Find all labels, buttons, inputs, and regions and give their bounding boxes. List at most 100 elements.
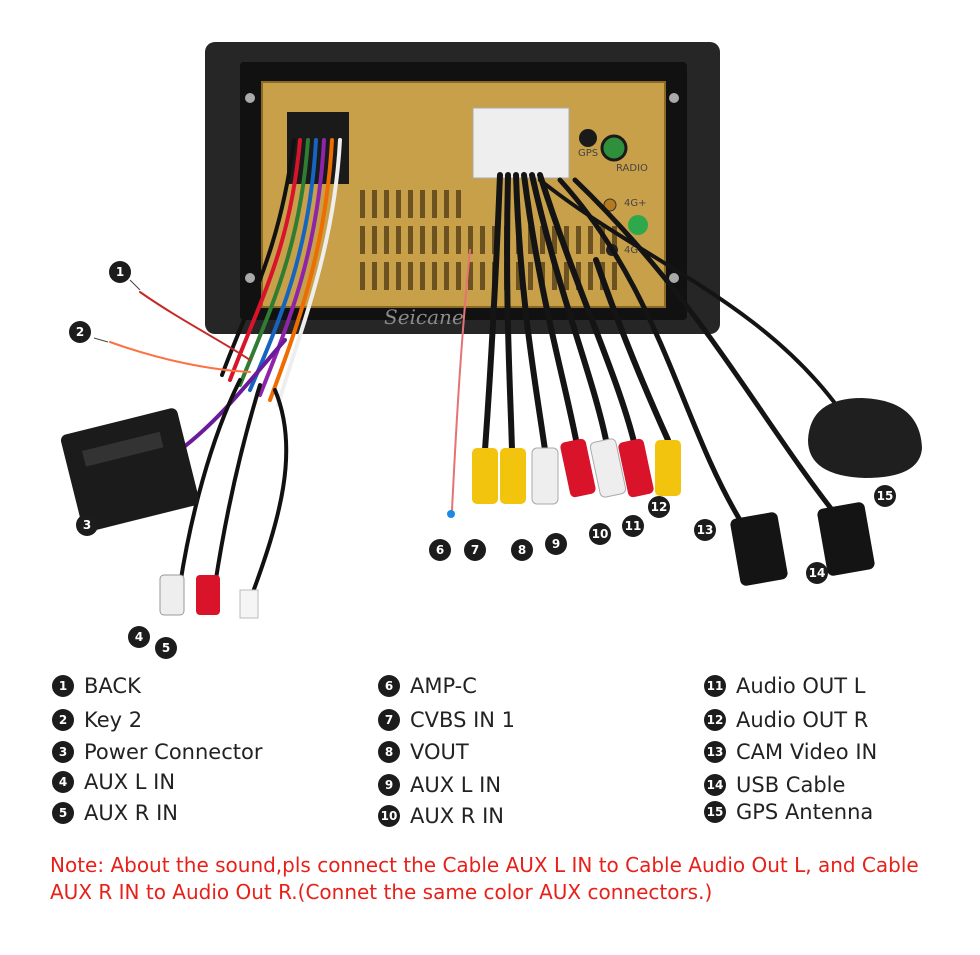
legend-label: AUX R IN bbox=[84, 801, 178, 825]
vent-slot bbox=[564, 226, 569, 254]
vent-slot bbox=[516, 262, 521, 290]
legend-item-cam-video-in: 13 CAM Video IN bbox=[704, 739, 877, 765]
vent-slot bbox=[432, 226, 437, 254]
callout-3: 3 bbox=[76, 514, 98, 536]
4g-minus-label: 4G- bbox=[624, 245, 642, 256]
gps-port-label: GPS bbox=[578, 148, 598, 159]
vent-slot bbox=[552, 262, 557, 290]
legend-label: Key 2 bbox=[84, 708, 143, 732]
rca-cables bbox=[451, 172, 843, 523]
vent-slot bbox=[420, 190, 425, 218]
legend-label: CAM Video IN bbox=[736, 740, 878, 764]
callout-9: 9 bbox=[545, 533, 567, 555]
note-text: Note: About the sound,pls connect the Ca… bbox=[50, 853, 919, 904]
vent-slot bbox=[456, 190, 461, 218]
rca-plugs bbox=[447, 438, 681, 518]
legend-number: 11 bbox=[704, 675, 726, 697]
vent-slot bbox=[408, 190, 413, 218]
legend-label: AUX L IN bbox=[410, 773, 502, 797]
wiring-diagram: GPS RADIO 4G+ 4G- Seicane bbox=[60, 42, 922, 619]
legend-number: 13 bbox=[704, 741, 726, 763]
vent-slot bbox=[480, 262, 485, 290]
vent-slot bbox=[420, 262, 425, 290]
vent-slot bbox=[444, 190, 449, 218]
callout-12: 12 bbox=[648, 496, 670, 518]
vent-slot bbox=[384, 262, 389, 290]
legend-item-gps-antenna: 15 GPS Antenna bbox=[704, 799, 873, 825]
radio-port-label: RADIO bbox=[616, 163, 648, 174]
vent-slot bbox=[408, 262, 413, 290]
vent-slot bbox=[540, 226, 545, 254]
vent-slot bbox=[588, 226, 593, 254]
legend-number: 8 bbox=[378, 741, 400, 763]
gps-antenna bbox=[808, 398, 922, 478]
vent-slot bbox=[396, 262, 401, 290]
legend-number: 4 bbox=[52, 771, 74, 793]
legend-label: AUX L IN bbox=[84, 770, 176, 794]
vent-slot bbox=[444, 226, 449, 254]
legend-item-audio-out-r: 12 Audio OUT R bbox=[704, 707, 868, 733]
legend-item-aux-r-in-2: 10 AUX R IN bbox=[378, 803, 504, 829]
legend-number: 10 bbox=[378, 805, 400, 827]
legend-item-aux-r-in: 5 AUX R IN bbox=[52, 800, 178, 826]
legend-number: 14 bbox=[704, 774, 726, 796]
watermark: Seicane bbox=[384, 305, 464, 329]
vent-slot bbox=[372, 226, 377, 254]
legend-number: 5 bbox=[52, 802, 74, 824]
legend-label: Power Connector bbox=[84, 740, 263, 764]
vent-slot bbox=[612, 262, 617, 290]
head-unit: GPS RADIO 4G+ 4G- Seicane bbox=[205, 42, 720, 334]
wire-harness bbox=[109, 138, 342, 602]
callout-4: 4 bbox=[128, 626, 150, 648]
legend-label: AUX R IN bbox=[410, 804, 504, 828]
legend-item-amp-c: 6 AMP-C bbox=[378, 673, 477, 699]
legend-item-audio-out-l: 11 Audio OUT L bbox=[704, 673, 865, 699]
vent-slot bbox=[468, 262, 473, 290]
callout-10: 10 bbox=[589, 523, 611, 545]
vent-slot bbox=[612, 226, 617, 254]
callout-7: 7 bbox=[464, 539, 486, 561]
vent-slot bbox=[432, 190, 437, 218]
legend-item-vout: 8 VOUT bbox=[378, 739, 469, 765]
callout-6: 6 bbox=[429, 539, 451, 561]
vent-slot bbox=[576, 226, 581, 254]
vent-slot bbox=[372, 262, 377, 290]
legend-number: 2 bbox=[52, 709, 74, 731]
callout-15: 15 bbox=[874, 485, 896, 507]
vent-slot bbox=[384, 190, 389, 218]
vent-slot bbox=[528, 226, 533, 254]
legend-label: USB Cable bbox=[736, 773, 846, 797]
legend-item-back: 1 BACK bbox=[52, 673, 141, 699]
legend-item-aux-l-in: 4 AUX L IN bbox=[52, 769, 175, 795]
legend-number: 7 bbox=[378, 709, 400, 731]
vent-slot bbox=[360, 190, 365, 218]
legend-label: AMP-C bbox=[410, 674, 477, 698]
vent-slot bbox=[564, 262, 569, 290]
leader-lines bbox=[93, 279, 141, 343]
legend-label: CVBS IN 1 bbox=[410, 708, 516, 732]
legend-item-aux-l-in-2: 9 AUX L IN bbox=[378, 772, 501, 798]
callout-11: 11 bbox=[622, 515, 644, 537]
vent-slot bbox=[360, 262, 365, 290]
vent-slot bbox=[588, 262, 593, 290]
aux-in-plugs bbox=[159, 574, 259, 619]
vent-slot bbox=[528, 262, 533, 290]
legend-item-usb-cable: 14 USB Cable bbox=[704, 772, 845, 798]
vent-slot bbox=[456, 226, 461, 254]
legend-item-key-2: 2 Key 2 bbox=[52, 707, 142, 733]
power-connector bbox=[60, 408, 200, 532]
4g-plus-label: 4G+ bbox=[624, 198, 647, 209]
legend-item-cvbs-in-1: 7 CVBS IN 1 bbox=[378, 707, 515, 733]
vent-slot bbox=[480, 226, 485, 254]
legend-label: BACK bbox=[84, 674, 141, 698]
legend-label: VOUT bbox=[410, 740, 469, 764]
callout-8: 8 bbox=[511, 539, 533, 561]
legend-number: 9 bbox=[378, 774, 400, 796]
legend-number: 1 bbox=[52, 675, 74, 697]
legend-number: 6 bbox=[378, 675, 400, 697]
vent-slot bbox=[396, 226, 401, 254]
callout-14: 14 bbox=[806, 562, 828, 584]
vent-slot bbox=[600, 226, 605, 254]
callout-2: 2 bbox=[69, 321, 91, 343]
vent-slot bbox=[468, 226, 473, 254]
